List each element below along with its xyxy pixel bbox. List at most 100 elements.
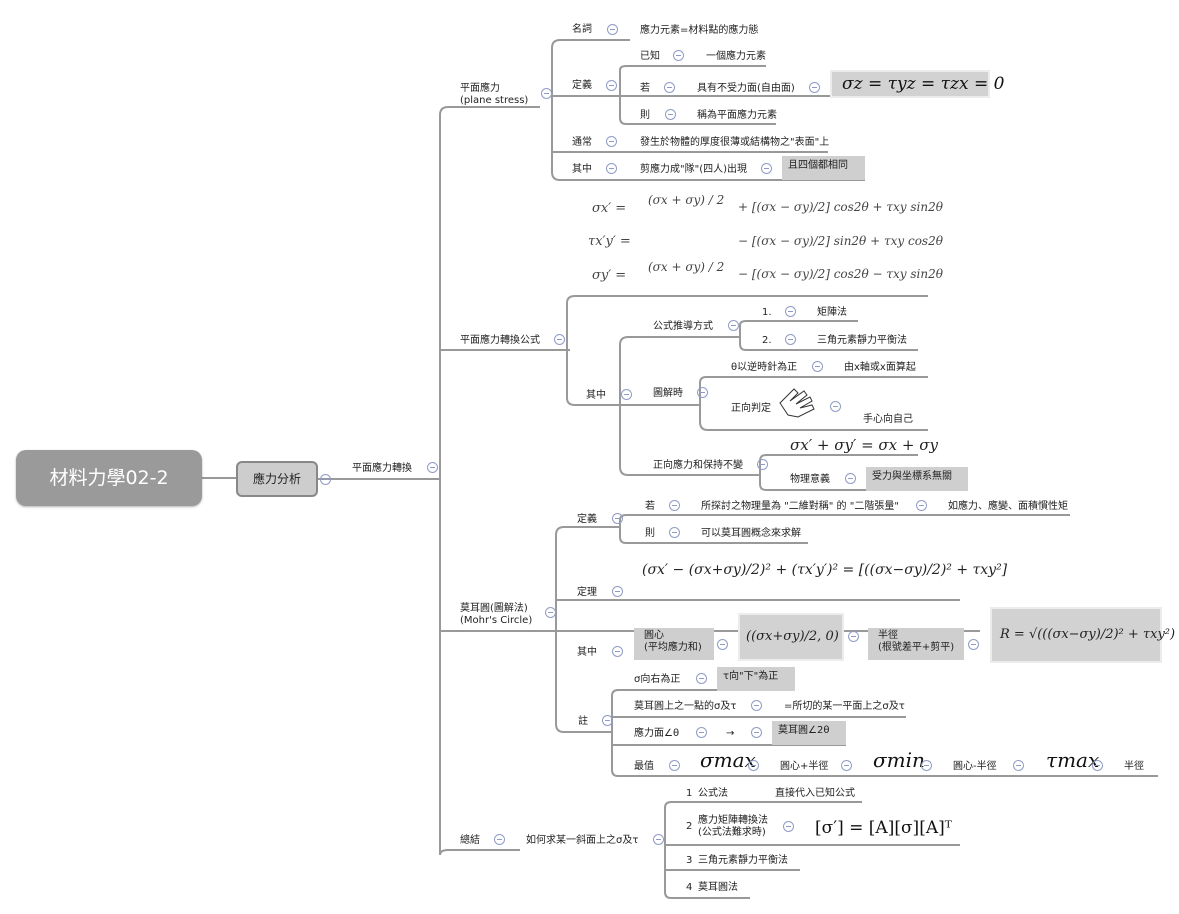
collapse-icon[interactable] <box>607 24 618 35</box>
node-derive-2-num[interactable]: 2. <box>762 335 772 346</box>
topic-mohr-circle[interactable]: 莫耳圓(圖解法) <box>460 603 528 614</box>
node-mohr-among[interactable]: 其中 <box>577 647 597 658</box>
equation-box[interactable]: σz = τyz = τzx = 0 <box>830 70 1004 98</box>
collapse-icon[interactable] <box>1092 760 1103 771</box>
node-sigma-right-positive[interactable]: σ向右為正 <box>634 674 681 685</box>
node-normal-stress-invariant[interactable]: 正向應力和保持不變 <box>653 460 743 471</box>
node-extremes[interactable]: 最值 <box>634 761 654 772</box>
highlight-box[interactable]: 受力與坐標系無關 <box>866 467 968 491</box>
collapse-icon[interactable] <box>606 163 617 174</box>
node-if[interactable]: 若 <box>640 83 650 94</box>
node-substitute-formula[interactable]: 直接代入已知公式 <box>775 788 855 799</box>
collapse-icon[interactable] <box>621 389 632 400</box>
collapse-icon[interactable] <box>848 631 859 642</box>
collapse-icon[interactable] <box>783 821 794 832</box>
collapse-icon[interactable] <box>664 82 675 93</box>
collapse-icon[interactable] <box>845 473 856 484</box>
radius-box[interactable]: 半徑 (根號差平+剪平) <box>868 628 964 660</box>
node-s1-num[interactable]: 1 <box>686 788 693 799</box>
collapse-icon[interactable] <box>728 320 739 331</box>
collapse-icon[interactable] <box>761 163 772 174</box>
collapse-icon[interactable] <box>673 50 684 61</box>
node-noun[interactable]: 名詞 <box>572 24 592 35</box>
node-palm-toward-self[interactable]: 手心向自己 <box>863 414 913 425</box>
highlight-box[interactable]: τ向"下"為正 <box>717 667 795 691</box>
collapse-icon[interactable] <box>665 109 676 120</box>
collapse-icon[interactable] <box>968 639 979 650</box>
node-plane-stress-equal[interactable]: =所切的某一平面上之σ及τ <box>784 701 905 712</box>
collapse-icon[interactable] <box>748 760 759 771</box>
node-tensor-examples[interactable]: 如應力、應變、面積慣性矩 <box>948 501 1068 512</box>
node-known-value[interactable]: 一個應力元素 <box>706 51 766 62</box>
node-equilibrium-method[interactable]: 三角元素靜力平衡法 <box>817 335 907 346</box>
node-center-minus-radius[interactable]: 圓心-半徑 <box>953 761 997 772</box>
node-radius[interactable]: 半徑 <box>1124 761 1144 772</box>
collapse-icon[interactable] <box>785 306 796 317</box>
collapse-icon[interactable] <box>606 136 617 147</box>
node-matrix-method[interactable]: 矩陣法 <box>817 307 847 318</box>
node-how-to-find[interactable]: 如何求某一斜面上之σ及τ <box>526 835 639 846</box>
topic-stress-analysis[interactable]: 應力分析 <box>236 461 318 497</box>
node-graphic[interactable]: 圖解時 <box>653 388 683 399</box>
topic-summary[interactable]: 總結 <box>460 835 480 846</box>
collapse-icon[interactable] <box>921 760 932 771</box>
root-topic[interactable]: 材料力學02-2 <box>16 450 202 506</box>
node-then[interactable]: 則 <box>640 110 650 121</box>
node-mohr-definition[interactable]: 定義 <box>577 514 597 525</box>
node-formula-method[interactable]: 公式法 <box>698 788 728 799</box>
collapse-icon[interactable] <box>830 401 841 412</box>
collapse-icon[interactable] <box>757 459 768 470</box>
node-mohr-method[interactable]: 莫耳圓法 <box>698 882 738 893</box>
node-theorem[interactable]: 定理 <box>577 587 597 598</box>
collapse-icon[interactable] <box>916 500 927 511</box>
highlight-box[interactable]: 且四個都相同 <box>782 156 865 180</box>
node-known[interactable]: 已知 <box>640 51 660 62</box>
node-then-value[interactable]: 稱為平面應力元素 <box>697 110 777 121</box>
node-triangle-equilibrium[interactable]: 三角元素靜力平衡法 <box>698 855 788 866</box>
topic-plane-stress[interactable]: 平面應力 <box>460 83 500 94</box>
node-definition[interactable]: 定義 <box>572 80 592 91</box>
topic-plane-stress-transform[interactable]: 平面應力轉換 <box>352 463 412 474</box>
collapse-icon[interactable] <box>696 727 707 738</box>
node-symmetric-tensor[interactable]: 所探討之物理量為 "二維對稱" 的 "二階張量" <box>701 501 899 512</box>
node-from-x-axis[interactable]: 由x軸或x面算起 <box>844 362 916 373</box>
node-usually[interactable]: 通常 <box>572 137 592 148</box>
node-positive-judge[interactable]: 正向判定 <box>731 403 771 414</box>
node-among-value[interactable]: 剪應力成"隊"(四人)出現 <box>640 164 748 175</box>
collapse-icon[interactable] <box>669 500 680 511</box>
node-point-on-circle[interactable]: 莫耳圓上之一點的σ及τ <box>634 701 737 712</box>
collapse-icon[interactable] <box>1013 760 1024 771</box>
collapse-icon[interactable] <box>669 760 680 771</box>
node-mohr-then[interactable]: 則 <box>645 528 655 539</box>
collapse-icon[interactable] <box>427 462 438 473</box>
collapse-icon[interactable] <box>809 82 820 93</box>
node-physical-meaning[interactable]: 物理意義 <box>790 474 830 485</box>
node-mohr-solvable[interactable]: 可以莫耳圓概念來求解 <box>701 528 801 539</box>
center-box[interactable]: 圓心 (平均應力和) <box>634 628 714 660</box>
collapse-icon[interactable] <box>717 639 728 650</box>
center-equation-box[interactable]: ((σx+σy)/2, 0) <box>738 613 844 661</box>
node-s4-num[interactable]: 4 <box>686 882 693 893</box>
collapse-icon[interactable] <box>696 673 707 684</box>
collapse-icon[interactable] <box>541 88 552 99</box>
radius-equation-box[interactable]: R = √(((σx−σy)/2)² + τxy²) <box>990 607 1175 663</box>
collapse-icon[interactable] <box>612 513 623 524</box>
node-center-plus-radius[interactable]: 圓心+半徑 <box>780 761 829 772</box>
collapse-icon[interactable] <box>612 586 623 597</box>
highlight-box[interactable]: 莫耳圓∠2θ <box>772 721 846 745</box>
collapse-icon[interactable] <box>545 607 556 618</box>
node-note[interactable]: 註 <box>578 716 588 727</box>
node-matrix-transform[interactable]: 應力矩陣轉換法 <box>698 815 768 826</box>
collapse-icon[interactable] <box>841 760 852 771</box>
collapse-icon[interactable] <box>554 334 565 345</box>
topic-transform-formula[interactable]: 平面應力轉換公式 <box>460 335 540 346</box>
collapse-icon[interactable] <box>697 387 708 398</box>
collapse-icon[interactable] <box>494 834 505 845</box>
collapse-icon[interactable] <box>751 727 762 738</box>
node-among[interactable]: 其中 <box>572 164 592 175</box>
node-noun-def[interactable]: 應力元素=材料點的應力態 <box>640 25 759 36</box>
collapse-icon[interactable] <box>669 527 680 538</box>
collapse-icon[interactable] <box>653 834 664 845</box>
node-derive-1-num[interactable]: 1. <box>762 307 772 318</box>
collapse-icon[interactable] <box>602 715 613 726</box>
